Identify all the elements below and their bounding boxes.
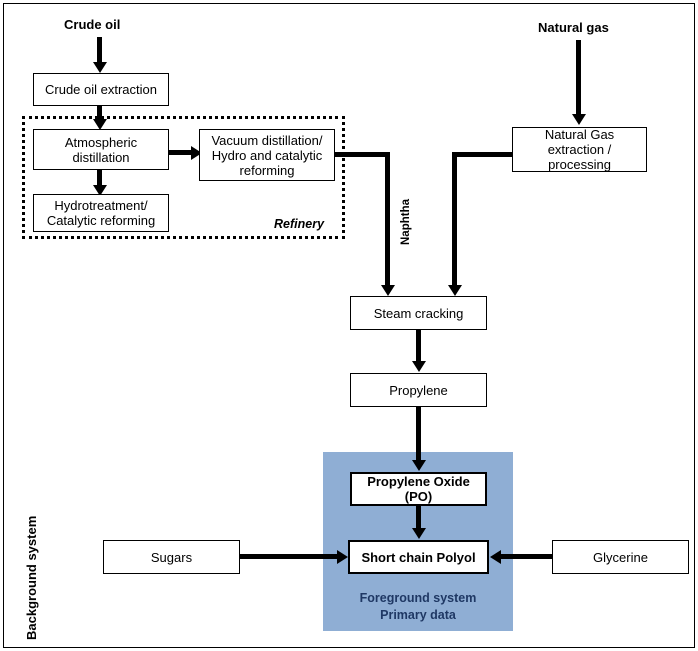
foreground-system-caption: Foreground system Primary data xyxy=(323,590,513,624)
arrowhead-atmospheric-to-vacuum xyxy=(191,145,202,160)
arrowhead-po-to-polyol xyxy=(411,528,426,539)
node-crude-oil-extraction-label: Crude oil extraction xyxy=(45,82,157,97)
node-sugars[interactable]: Sugars xyxy=(103,540,240,574)
node-crude-oil-extraction[interactable]: Crude oil extraction xyxy=(33,73,169,106)
node-atmospheric-distillation[interactable]: Atmospheric distillation xyxy=(33,129,169,170)
connector-glycerine-to-polyol xyxy=(498,554,553,559)
node-natural-gas-extraction-label: Natural Gas extraction / processing xyxy=(544,127,615,172)
arrowhead-ngextraction-to-steamcracking xyxy=(447,285,462,296)
connector-crudeoil-to-extraction xyxy=(97,37,102,63)
node-atmospheric-distillation-label: Atmospheric distillation xyxy=(64,134,138,165)
connector-atmospheric-to-hydrotreatment xyxy=(97,169,102,188)
arrowhead-naturalgas-to-extraction xyxy=(571,114,586,125)
node-hydrotreatment-catalytic-reforming-label: Hydrotreatment/ Catalytic reforming xyxy=(46,198,156,228)
foreground-system-caption-line1: Foreground system xyxy=(359,591,477,605)
refinery-group-boundary xyxy=(22,116,345,239)
connector-sugars-to-polyol xyxy=(240,554,340,559)
node-propylene[interactable]: Propylene xyxy=(350,373,487,407)
arrowhead-naphtha-to-steamcracking xyxy=(380,285,395,296)
node-short-chain-polyol[interactable]: Short chain Polyol xyxy=(348,540,489,574)
node-sugars-label: Sugars xyxy=(150,549,193,565)
node-steam-cracking[interactable]: Steam cracking xyxy=(350,296,487,330)
connector-vacuum-naphtha-horizontal xyxy=(334,152,390,157)
refinery-group-label: Refinery xyxy=(274,217,325,231)
arrowhead-atmospheric-to-hydrotreatment xyxy=(92,185,107,196)
connector-po-to-polyol xyxy=(416,506,421,531)
crude-oil-input-label: Crude oil xyxy=(64,17,121,32)
natural-gas-input-label: Natural gas xyxy=(538,20,609,35)
node-propylene-oxide[interactable]: Propylene Oxide (PO) xyxy=(350,472,487,506)
node-propylene-oxide-label: Propylene Oxide (PO) xyxy=(367,474,470,504)
connector-propylene-to-po xyxy=(416,407,421,462)
background-system-label: Background system xyxy=(24,515,39,640)
connector-steamcracking-to-propylene xyxy=(416,330,421,364)
node-steam-cracking-label: Steam cracking xyxy=(373,305,464,321)
connector-ngextraction-horizontal xyxy=(452,152,514,157)
connector-naturalgas-to-extraction xyxy=(576,40,581,116)
naphtha-flow-label: Naphtha xyxy=(400,199,412,245)
foreground-system-caption-line2: Primary data xyxy=(380,608,456,622)
arrowhead-glycerine-to-polyol xyxy=(490,549,501,564)
arrowhead-crudeoil-to-extraction xyxy=(92,62,107,73)
node-glycerine-label: Glycerine xyxy=(593,549,648,565)
connector-ngextraction-vertical xyxy=(452,152,457,288)
diagram-frame xyxy=(3,3,695,648)
connector-extraction-to-atmospheric xyxy=(97,105,102,122)
node-propylene-label: Propylene xyxy=(389,382,448,398)
node-vacuum-distillation-label: Vacuum distillation/ Hydro and catalytic… xyxy=(211,132,323,178)
arrowhead-steamcracking-to-propylene xyxy=(411,361,426,372)
connector-atmospheric-to-vacuum xyxy=(169,150,195,155)
node-natural-gas-extraction[interactable]: Natural Gas extraction / processing xyxy=(512,127,647,172)
node-short-chain-polyol-label: Short chain Polyol xyxy=(361,549,476,565)
arrowhead-sugars-to-polyol xyxy=(337,549,348,564)
node-glycerine[interactable]: Glycerine xyxy=(552,540,689,574)
node-vacuum-distillation[interactable]: Vacuum distillation/ Hydro and catalytic… xyxy=(199,129,335,181)
node-hydrotreatment-catalytic-reforming[interactable]: Hydrotreatment/ Catalytic reforming xyxy=(33,194,169,232)
arrowhead-extraction-to-atmospheric xyxy=(92,119,107,130)
connector-vacuum-naphtha-vertical xyxy=(385,152,390,288)
arrowhead-propylene-to-po xyxy=(411,460,426,471)
